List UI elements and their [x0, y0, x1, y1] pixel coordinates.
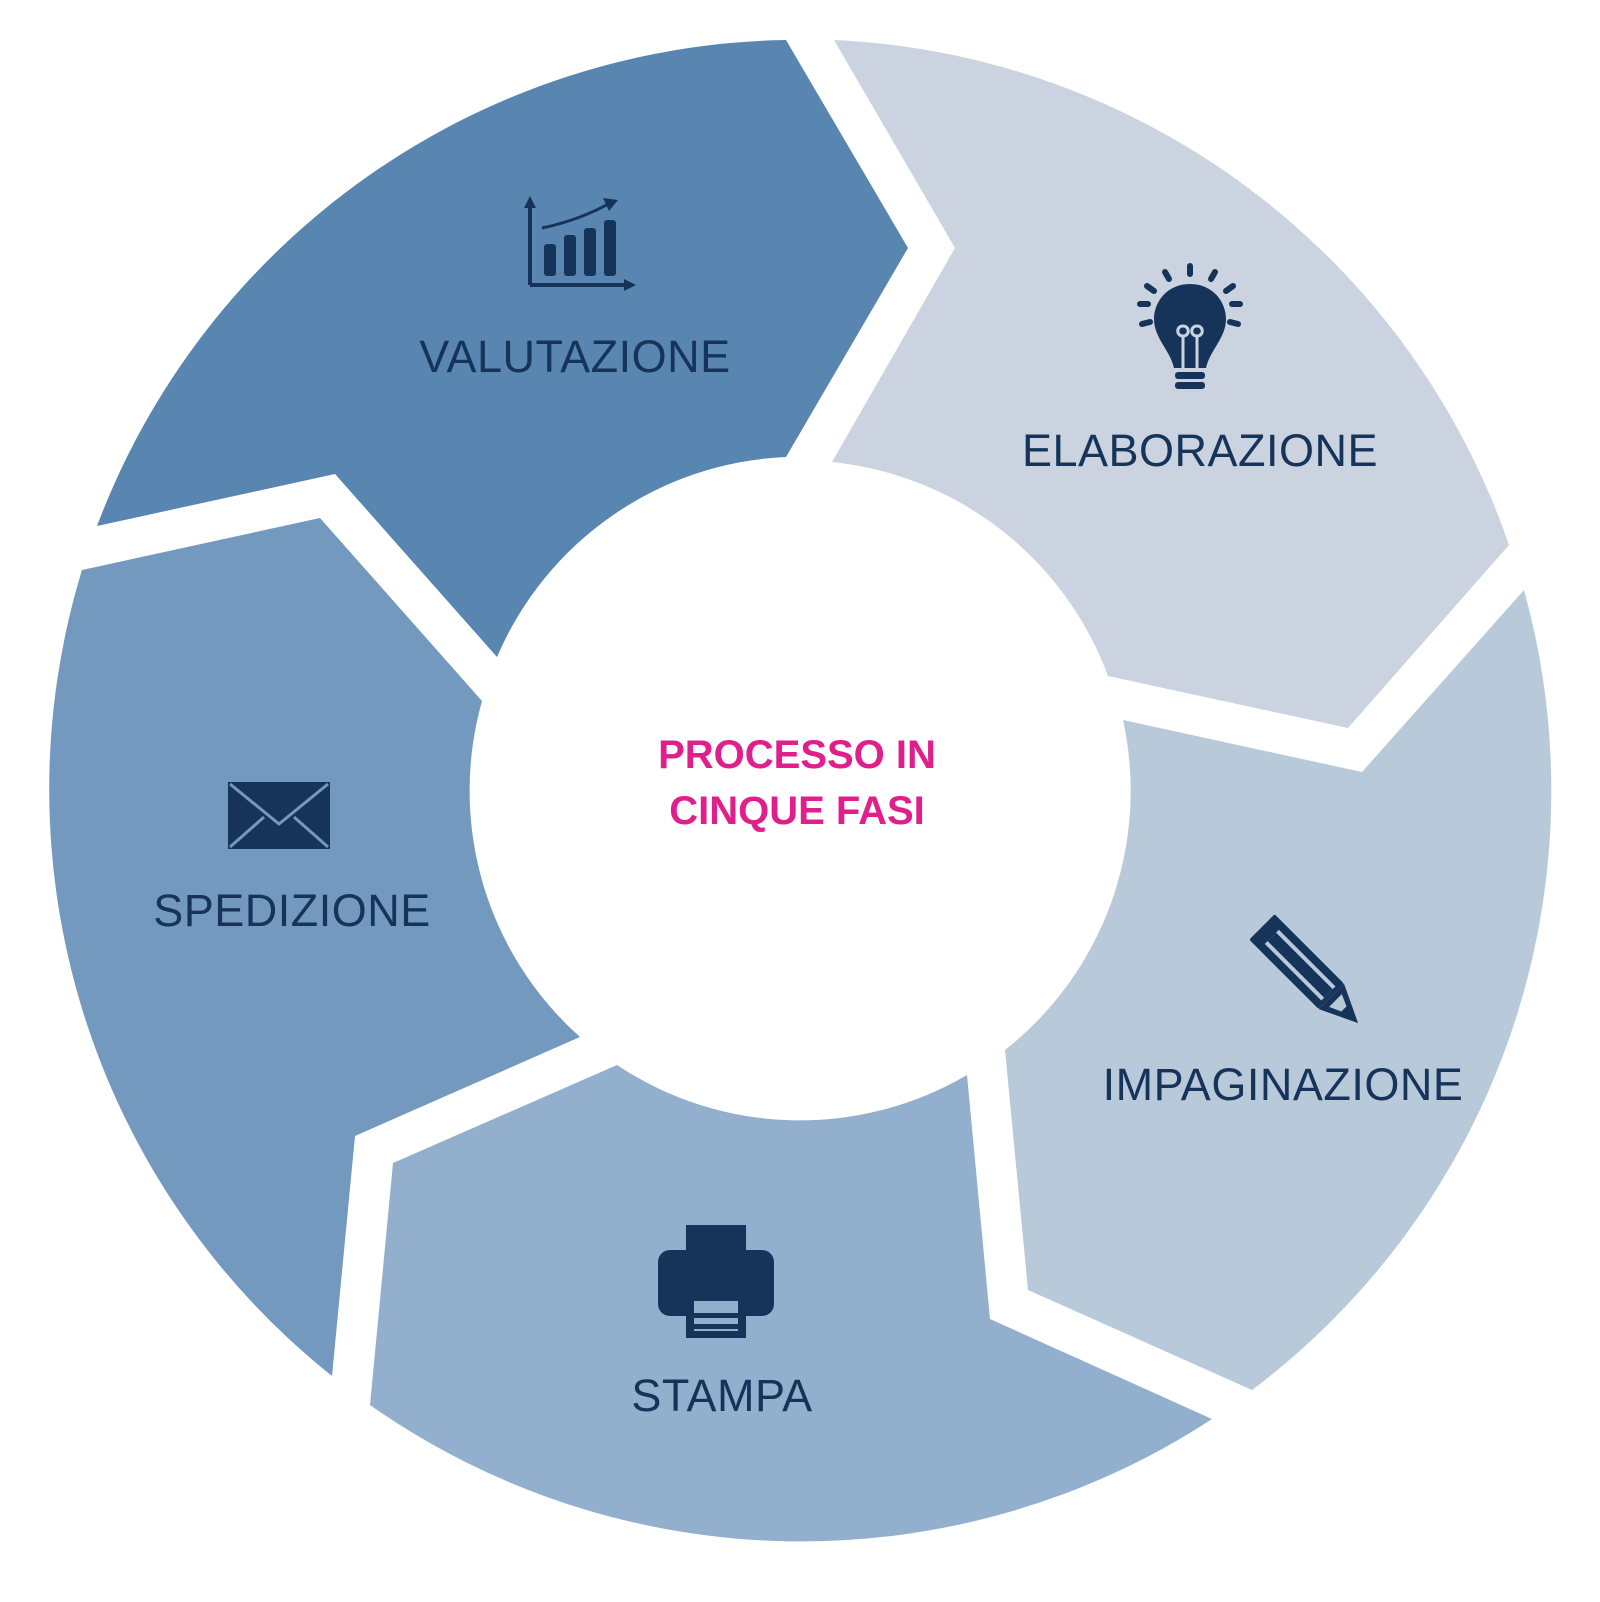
- lightbulb-icon: [1137, 263, 1243, 389]
- bar-chart-growth-icon: [524, 196, 636, 291]
- phase-label-spedizione: SPEDIZIONE: [153, 885, 431, 936]
- printer-icon: [658, 1225, 774, 1338]
- center-title-line1: PROCESSO IN: [658, 733, 936, 777]
- segment-impaginazione: [1005, 590, 1552, 1390]
- segment-stampa: [370, 1065, 1212, 1542]
- pencil-icon: [1250, 915, 1359, 1024]
- envelope-icon: [228, 782, 330, 849]
- phase-label-impaginazione: IMPAGINAZIONE: [1103, 1059, 1464, 1110]
- segment-valutazione: [97, 40, 908, 657]
- phase-label-elaborazione: ELABORAZIONE: [1022, 425, 1378, 476]
- phase-label-stampa: STAMPA: [631, 1370, 812, 1421]
- phase-label-valutazione: VALUTAZIONE: [419, 331, 730, 382]
- center-title-line2: CINQUE FASI: [669, 789, 925, 833]
- segment-spedizione: [49, 518, 580, 1376]
- segment-elaborazione: [832, 40, 1509, 728]
- center-title: PROCESSO IN CINQUE FASI: [658, 733, 936, 833]
